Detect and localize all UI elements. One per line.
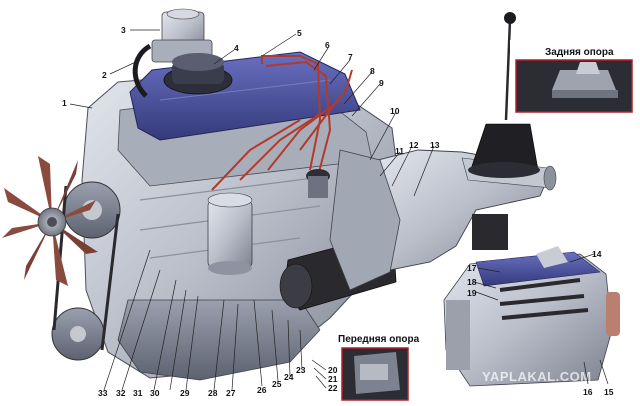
callout-30: 30 [150,388,160,398]
rear-mount-caption: Задняя опора [545,47,614,58]
spark-plug-wires [211,55,353,191]
callout-31: 31 [133,388,143,398]
callout-20: 20 [328,365,338,375]
callout-1: 1 [62,98,67,108]
callout-12: 12 [409,140,419,150]
callout-10: 10 [390,106,400,116]
callout-25: 25 [272,379,282,389]
callout-32: 32 [116,388,126,398]
leader-lines [69,29,609,391]
callout-6: 6 [325,40,330,50]
callout-11: 11 [395,146,404,156]
rear-mount-inset: Задняя опора [510,40,636,116]
callout-21: 21 [328,374,338,384]
watermark: YAPLAKAL.COM [482,369,592,384]
callout-8: 8 [370,66,375,76]
distributor [306,169,330,198]
callout-22: 22 [328,383,338,393]
callout-labels: 1 2 3 4 5 6 7 8 9 10 11 12 13 14 15 16 1… [62,25,614,398]
gear-lever [468,12,540,178]
callout-19: 19 [467,288,477,298]
callout-24: 24 [284,372,294,382]
callout-14: 14 [592,249,602,259]
front-mount-inset: Передняя опора [320,330,420,402]
callout-28: 28 [208,388,218,398]
oil-filter [207,192,253,275]
pulleys [51,181,121,361]
callout-27: 27 [226,388,236,398]
cooling-fan [2,156,98,286]
clutch-housing [329,149,401,291]
callout-9: 9 [379,78,384,88]
callout-18: 18 [467,277,477,287]
callout-13: 13 [430,140,440,150]
callout-16: 16 [583,387,593,397]
callout-29: 29 [180,388,190,398]
engine-side-view-inset: YAPLAKAL.COM [443,246,620,387]
front-mount-caption: Передняя опора [338,334,420,345]
breather-hose [132,43,152,98]
air-filter [163,53,233,95]
callout-2: 2 [102,70,107,80]
callout-7: 7 [348,52,353,62]
callout-3: 3 [121,25,126,35]
callout-17: 17 [467,263,477,273]
callout-33: 33 [98,388,108,398]
callout-26: 26 [257,385,267,395]
callout-4: 4 [234,43,239,53]
callout-23: 23 [296,365,306,375]
callout-15: 15 [604,387,614,397]
callout-5: 5 [297,28,302,38]
